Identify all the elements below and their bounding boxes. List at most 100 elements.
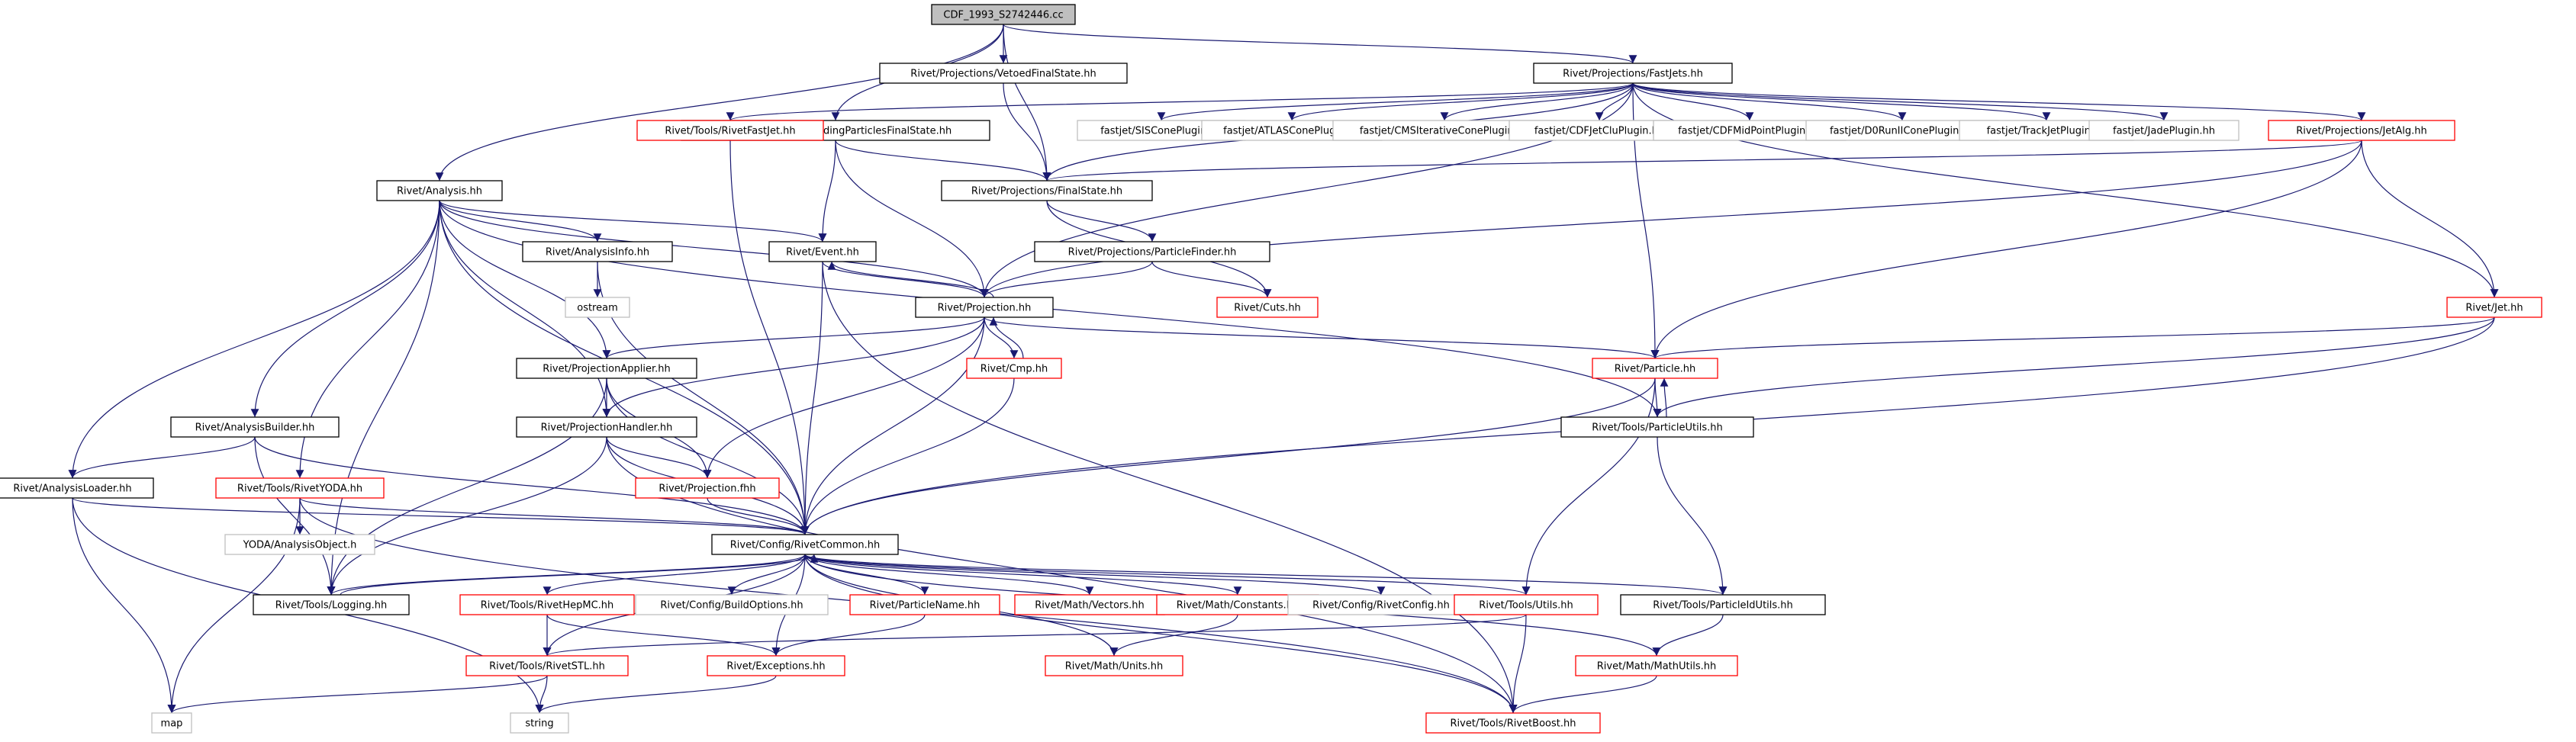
node-box	[1560, 416, 1754, 438]
node-box	[2088, 120, 2240, 141]
node-mathutils[interactable]: Rivet/Math/MathUtils.hh	[1575, 655, 1738, 676]
node-fastjets[interactable]: Rivet/Projections/FastJets.hh	[1533, 63, 1733, 84]
node-toolsutils[interactable]: Rivet/Tools/Utils.hh	[1454, 594, 1599, 615]
node-logging[interactable]: Rivet/Tools/Logging.hh	[253, 594, 410, 615]
node-event[interactable]: Rivet/Event.hh	[768, 241, 877, 262]
edge-event-to-rivetboost	[822, 261, 1518, 714]
node-label: fastjet/D0RunIIConePlugin.hh	[1830, 126, 1975, 137]
node-particlename[interactable]: Rivet/ParticleName.hh	[849, 594, 1000, 615]
node-buildopts: Rivet/Config/BuildOptions.hh	[635, 594, 829, 615]
node-box	[1620, 594, 1826, 615]
node-label: Rivet/ProjectionHandler.hh	[541, 422, 673, 434]
node-label: Rivet/Tools/ParticleUtils.hh	[1592, 422, 1722, 434]
edge-analysis-to-analysisinfo	[439, 200, 602, 243]
node-box	[768, 241, 877, 262]
node-box	[966, 358, 1062, 379]
node-cuts[interactable]: Rivet/Cuts.hh	[1216, 297, 1319, 318]
node-projhandler[interactable]: Rivet/ProjectionHandler.hh	[516, 416, 697, 438]
node-box	[522, 241, 673, 262]
node-label: Rivet/Config/BuildOptions.hh	[660, 600, 803, 612]
node-label: Rivet/AnalysisBuilder.hh	[195, 422, 315, 434]
edge-fastjets-to-d0run	[1632, 82, 1907, 121]
node-label: Rivet/Tools/Utils.hh	[1479, 600, 1573, 612]
node-vectors[interactable]: Rivet/Math/Vectors.hh	[1014, 594, 1165, 615]
node-vetoed[interactable]: Rivet/Projections/VetoedFinalState.hh	[879, 63, 1128, 84]
edge-analysisloader-to-rivetcommon	[72, 497, 809, 535]
node-box	[1533, 63, 1733, 84]
node-particleutils[interactable]: Rivet/Tools/ParticleUtils.hh	[1560, 416, 1754, 438]
node-label: Rivet/Projections/FastJets.hh	[1563, 69, 1703, 80]
node-box	[1014, 594, 1165, 615]
edge-particlefinder-to-projection	[980, 261, 1153, 298]
edge-jetalg-to-particle	[1650, 140, 2362, 359]
node-pidutils[interactable]: Rivet/Tools/ParticleIdUtils.hh	[1620, 594, 1826, 615]
edge-fastjets-to-cmsiter	[1440, 82, 1634, 121]
node-cmp[interactable]: Rivet/Cmp.hh	[966, 358, 1062, 379]
node-label: Rivet/Tools/ParticleIdUtils.hh	[1653, 600, 1793, 612]
node-units[interactable]: Rivet/Math/Units.hh	[1045, 655, 1183, 676]
edge-riv-fastjet-to-rivetcommon	[729, 140, 810, 535]
edge-projection-to-cmp	[984, 316, 1019, 359]
node-label: string	[525, 718, 553, 730]
edge-mathutils-to-rivetboost	[1509, 675, 1657, 714]
node-label: Rivet/Analysis.hh	[397, 186, 482, 198]
node-label: CDF_1993_S2742446.cc	[943, 10, 1063, 21]
node-label: Rivet/Tools/RivetHepMC.hh	[481, 600, 614, 612]
node-rivetyoda[interactable]: Rivet/Tools/RivetYODA.hh	[215, 477, 385, 499]
node-box	[879, 63, 1128, 84]
node-rivetboost[interactable]: Rivet/Tools/RivetBoost.hh	[1425, 712, 1601, 734]
edge-particlefinder-to-cuts	[1151, 261, 1272, 298]
edge-fastjets-to-jadeplugin	[1632, 82, 2169, 121]
node-projfhh[interactable]: Rivet/Projection.fhh	[635, 477, 780, 499]
node-box	[707, 655, 845, 676]
edge-rivetcommon-to-buildopts	[727, 554, 806, 596]
edge-leading-to-finalstate	[835, 140, 1051, 181]
edge-particleutils-to-pidutils	[1657, 436, 1728, 596]
node-jetalg[interactable]: Rivet/Projections/JetAlg.hh	[2268, 120, 2455, 141]
node-box	[565, 297, 630, 318]
node-label: Rivet/Exceptions.hh	[726, 661, 825, 673]
node-particlefinder[interactable]: Rivet/Projections/ParticleFinder.hh	[1034, 241, 1270, 262]
edge-root-to-analysis	[435, 24, 1004, 181]
edge-analysis-to-event	[439, 200, 827, 243]
node-hepmc[interactable]: Rivet/Tools/RivetHepMC.hh	[459, 594, 635, 615]
edge-projhandler-to-logging	[327, 436, 607, 596]
node-map: map	[151, 712, 192, 734]
node-box	[2268, 120, 2455, 141]
edge-root-to-finalstate	[1003, 24, 1051, 181]
node-label: Rivet/Projection.hh	[938, 303, 1032, 314]
node-label: fastjet/ATLASConePlugin.hh	[1223, 126, 1360, 137]
node-rivetstl[interactable]: Rivet/Tools/RivetSTL.hh	[465, 655, 629, 676]
edge-analysis-to-projapplier	[439, 200, 611, 359]
node-particle[interactable]: Rivet/Particle.hh	[1592, 358, 1718, 379]
node-label: Rivet/Config/RivetConfig.hh	[1312, 600, 1450, 612]
node-root[interactable]: CDF_1993_S2742446.cc	[931, 4, 1076, 25]
node-riv-fastjet[interactable]: Rivet/Tools/RivetFastJet.hh	[636, 120, 824, 141]
edge-fastjets-to-riv-fastjet	[726, 82, 1634, 121]
node-jet[interactable]: Rivet/Jet.hh	[2446, 297, 2542, 318]
node-label: Rivet/Tools/RivetYODA.hh	[237, 483, 362, 495]
edge-fastjets-to-atlascone	[1287, 82, 1634, 121]
edge-event-to-projection	[822, 261, 989, 298]
node-analysisbuilder[interactable]: Rivet/AnalysisBuilder.hh	[170, 416, 340, 438]
node-label: Rivet/ProjectionApplier.hh	[543, 364, 670, 375]
node-analysisloader[interactable]: Rivet/AnalysisLoader.hh	[0, 477, 154, 499]
node-box	[941, 180, 1153, 201]
node-projection[interactable]: Rivet/Projection.hh	[915, 297, 1054, 318]
edge-projhandler-to-projfhh	[606, 436, 712, 479]
edge-rivetcommon-to-constants	[804, 554, 1242, 596]
node-projapplier[interactable]: Rivet/ProjectionApplier.hh	[516, 358, 697, 379]
node-finalstate[interactable]: Rivet/Projections/FinalState.hh	[941, 180, 1153, 201]
node-label: Rivet/AnalysisInfo.hh	[546, 247, 649, 259]
node-label: fastjet/CDFMidPointPlugin.hh	[1678, 126, 1821, 137]
node-exceptions[interactable]: Rivet/Exceptions.hh	[707, 655, 845, 676]
node-rivetcommon[interactable]: Rivet/Config/RivetCommon.hh	[711, 534, 899, 555]
node-label: Rivet/Projections/JetAlg.hh	[2296, 126, 2427, 137]
edge-logging-to-rivetcommon	[340, 554, 819, 596]
node-analysis[interactable]: Rivet/Analysis.hh	[376, 180, 503, 201]
node-analysisinfo[interactable]: Rivet/AnalysisInfo.hh	[522, 241, 673, 262]
edge-particle-to-toolsutils	[1521, 377, 1656, 596]
node-ostream: ostream	[565, 297, 630, 318]
